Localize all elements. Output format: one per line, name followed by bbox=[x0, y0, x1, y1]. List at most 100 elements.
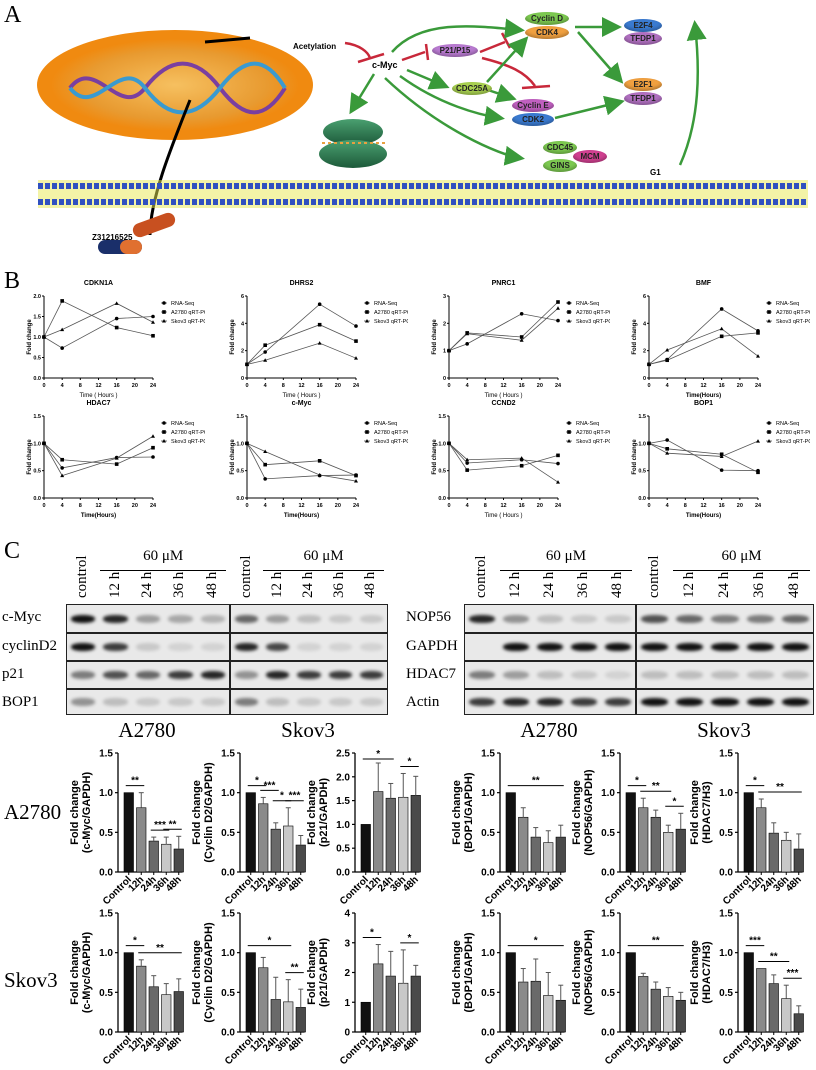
data-point bbox=[756, 354, 760, 358]
blot-nop56-a2780 bbox=[464, 604, 636, 633]
bar-36h bbox=[781, 839, 792, 873]
x-tick-label: 0 bbox=[245, 503, 248, 509]
panel-label-b: B bbox=[4, 268, 21, 294]
bar-36h bbox=[398, 796, 409, 873]
legend-entry: RNA-Seq bbox=[374, 301, 397, 307]
x-tick-label: 20 bbox=[132, 503, 138, 509]
band bbox=[297, 671, 321, 679]
series-line bbox=[43, 300, 154, 338]
y-tick-label: 1.5 bbox=[438, 414, 446, 420]
node-cdk4: CDK4 bbox=[525, 26, 569, 39]
x-axis-label: Time(Hours) bbox=[686, 513, 721, 519]
data-point bbox=[60, 346, 64, 350]
band bbox=[328, 698, 352, 706]
y-tick-label: 2.5 bbox=[336, 749, 350, 760]
data-point bbox=[767, 310, 771, 314]
acetylation-label: Acetylation bbox=[293, 42, 336, 51]
lane-label: control bbox=[645, 555, 662, 599]
legend-entry: RNA-Seq bbox=[576, 421, 599, 427]
y-tick-label: 2 bbox=[344, 968, 350, 979]
band bbox=[103, 698, 128, 706]
x-tick-label: 4 bbox=[666, 503, 670, 509]
data-point bbox=[556, 300, 560, 304]
band bbox=[641, 643, 669, 651]
band bbox=[605, 614, 631, 623]
data-point bbox=[556, 306, 560, 310]
series-line bbox=[246, 443, 357, 476]
band bbox=[168, 614, 193, 623]
blot-gapdh-skov3 bbox=[636, 633, 814, 661]
x-tick-label: 48h bbox=[401, 874, 421, 894]
band bbox=[503, 643, 529, 651]
y-tick-label: 0.0 bbox=[719, 868, 733, 879]
y-tick-label: 1.0 bbox=[719, 948, 733, 959]
activation-arrows bbox=[349, 17, 707, 166]
legend-entry: Skov3 qRT-PCR bbox=[374, 319, 408, 325]
blot-row-label: GAPDH bbox=[406, 638, 458, 654]
y-tick-label: 0.5 bbox=[601, 828, 615, 839]
series-a2780-qrt-pcr bbox=[42, 299, 155, 339]
band bbox=[537, 698, 563, 706]
bar-control bbox=[123, 952, 134, 1033]
series-line bbox=[648, 308, 759, 365]
band bbox=[605, 671, 631, 679]
band bbox=[266, 671, 290, 679]
y-axis-label: Fold change bbox=[432, 319, 438, 355]
x-tick-label: 0 bbox=[647, 383, 650, 389]
data-point bbox=[465, 468, 469, 472]
y-tick-label: 6 bbox=[643, 294, 646, 300]
data-point bbox=[567, 421, 571, 425]
band bbox=[135, 671, 161, 679]
y-axis-label: Fold change bbox=[632, 439, 638, 475]
bar-36h bbox=[663, 832, 674, 873]
x-tick-label: Control bbox=[721, 1034, 754, 1067]
x-tick-label: 8 bbox=[684, 383, 687, 389]
x-tick-label: Control bbox=[338, 1034, 371, 1067]
series-line bbox=[43, 316, 154, 349]
y-axis-label: Fold change bbox=[69, 940, 81, 1005]
data-point bbox=[719, 334, 724, 339]
data-point bbox=[114, 325, 119, 330]
y-tick-label: 2 bbox=[241, 349, 244, 355]
y-tick-label: 0.0 bbox=[719, 1028, 733, 1039]
band bbox=[781, 643, 809, 651]
blot-p21-skov3 bbox=[230, 661, 388, 689]
cell-line-label: Skov3 bbox=[281, 718, 335, 742]
band bbox=[781, 614, 809, 623]
data-point bbox=[365, 421, 369, 425]
x-tick-label: 8 bbox=[484, 383, 487, 389]
y-axis-label: (HDAC7/H3) bbox=[701, 781, 713, 844]
x-axis-label: Time ( Hours ) bbox=[282, 393, 320, 399]
chart-title: DHRS2 bbox=[290, 280, 314, 287]
bar-control bbox=[360, 1001, 371, 1033]
series-line bbox=[246, 442, 357, 482]
node-e2f4: E2F4 bbox=[624, 19, 662, 32]
y-axis-label: Fold change bbox=[27, 439, 33, 475]
data-point bbox=[567, 430, 571, 434]
blot-row-label: cyclinD2 bbox=[2, 638, 57, 654]
lane-label: 24 h bbox=[139, 571, 155, 598]
data-point bbox=[767, 421, 771, 425]
band bbox=[235, 614, 259, 623]
y-tick-label: 0.5 bbox=[221, 988, 235, 999]
data-point bbox=[365, 439, 369, 443]
y-tick-label: 1.5 bbox=[719, 909, 733, 920]
lane-label: 48 h bbox=[609, 571, 625, 598]
y-tick-label: 3 bbox=[344, 938, 350, 949]
data-point bbox=[162, 430, 166, 434]
data-point bbox=[519, 335, 524, 339]
g1-label: G1 bbox=[650, 168, 661, 177]
band bbox=[328, 671, 352, 679]
y-tick-label: 1.0 bbox=[481, 788, 495, 799]
data-point bbox=[354, 479, 358, 483]
y-tick-label: 1 bbox=[443, 349, 446, 355]
bar-48h bbox=[793, 848, 804, 873]
data-point bbox=[151, 320, 155, 324]
lane-label: 36 h bbox=[331, 571, 348, 598]
band bbox=[359, 671, 383, 679]
series-rna-seq bbox=[647, 307, 760, 367]
band bbox=[71, 614, 96, 623]
